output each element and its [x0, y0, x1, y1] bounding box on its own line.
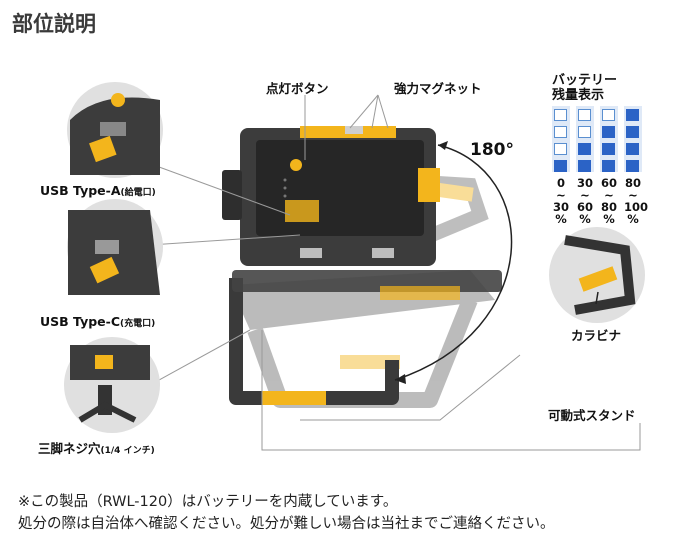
rotation-label: 180°: [470, 140, 514, 160]
usb-c-note: (充電口): [120, 319, 156, 329]
battery-range-text: 30: [576, 176, 593, 190]
usb-c-label: USB Type-C(充電口): [40, 314, 155, 329]
battery-range-text: ~: [556, 188, 566, 202]
tripod-note: (1/4 インチ): [100, 446, 155, 456]
battery-cell-empty: [578, 109, 591, 121]
battery-cell-empty: [554, 109, 567, 121]
page-title: 部位説明: [12, 12, 96, 36]
battery-cell-filled: [626, 126, 639, 138]
battery-cell-empty: [602, 109, 615, 121]
battery-cell-filled: [626, 109, 639, 121]
battery-range-text: 80: [624, 176, 641, 190]
note-line-2: 処分の際は自治体へ確認ください。処分が難しい場合は当社までご連絡ください。: [18, 516, 555, 532]
battery-range-text: 100: [624, 200, 649, 214]
battery-cell-filled: [554, 160, 567, 172]
battery-cells: [600, 106, 618, 172]
battery-column: 60~80%: [600, 106, 618, 225]
carabiner-label: カラビナ: [571, 328, 622, 343]
inset-carabiner: [549, 227, 645, 323]
battery-range-text: %: [627, 212, 639, 226]
battery-range-text: %: [579, 212, 591, 226]
power-button-shape: [290, 159, 302, 171]
battery-column: 0~30%: [552, 106, 570, 225]
battery-cell-filled: [578, 160, 591, 172]
stand-label: 可動式スタンド: [548, 408, 636, 423]
battery-range-text: %: [603, 212, 615, 226]
tripod-label: 三脚ネジ穴(1/4 インチ): [38, 438, 155, 457]
battery-cell-filled: [626, 143, 639, 155]
inset-tripod: [64, 337, 160, 433]
battery-cell-filled: [602, 126, 615, 138]
usb-a-note: (給電口): [120, 188, 156, 198]
battery-cell-filled: [602, 143, 615, 155]
battery-range-text: 60: [600, 176, 617, 190]
battery-range-text: 30: [552, 200, 569, 214]
usb-c-name: USB Type-C: [40, 314, 121, 329]
battery-legend: バッテリー 残量表示 0~30%30~60%60~80%80~100%: [552, 73, 672, 225]
battery-cell-empty: [578, 126, 591, 138]
battery-title-1: バッテリー: [552, 73, 618, 88]
rotation-arc: [394, 144, 513, 381]
battery-range-text: %: [555, 212, 567, 226]
battery-range-text: ~: [628, 188, 638, 202]
tripod-name: 三脚ネジ穴: [38, 441, 101, 456]
battery-cell-filled: [602, 160, 615, 172]
inset-usb-a: [67, 82, 163, 178]
battery-cell-empty: [554, 143, 567, 155]
battery-columns: 0~30%30~60%60~80%80~100%: [552, 106, 672, 225]
usb-a-name: USB Type-A: [40, 183, 121, 198]
battery-range-text: 80: [600, 200, 617, 214]
battery-range-text: 0: [556, 176, 565, 190]
inset-usb-c: [67, 199, 163, 295]
battery-column: 30~60%: [576, 106, 594, 225]
battery-cell-empty: [554, 126, 567, 138]
battery-cells: [624, 106, 642, 172]
callout-lines: [139, 94, 641, 451]
usb-a-label: USB Type-A(給電口): [40, 183, 156, 198]
magnet-label: 強力マグネット: [394, 81, 482, 96]
note-line-1: ※この製品（RWL-120）はバッテリーを内蔵しています。: [18, 494, 398, 510]
power-button-label: 点灯ボタン: [266, 81, 329, 96]
battery-cells: [552, 106, 570, 172]
battery-cell-filled: [578, 143, 591, 155]
battery-range-text: ~: [604, 188, 614, 202]
battery-title-2: 残量表示: [552, 88, 605, 103]
battery-cells: [576, 106, 594, 172]
battery-column: 80~100%: [624, 106, 649, 226]
battery-range-text: ~: [580, 188, 590, 202]
battery-cell-filled: [626, 160, 639, 172]
battery-range-text: 60: [576, 200, 593, 214]
